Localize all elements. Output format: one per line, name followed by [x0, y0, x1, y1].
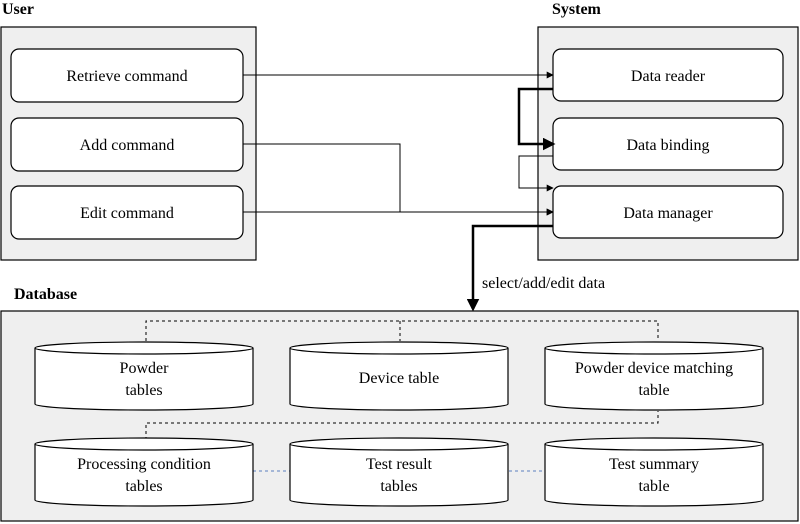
data-manager-label: Data manager: [623, 205, 713, 222]
device-table-cylinder: Device table: [289, 341, 509, 411]
powder-device-matching-line2: table: [638, 382, 669, 399]
database-heading: Database: [14, 286, 77, 303]
data-reader-label: Data reader: [631, 68, 706, 85]
data-reader-box: Data reader: [552, 48, 784, 102]
system-heading: System: [552, 1, 602, 18]
add-command-label: Add command: [80, 137, 175, 154]
retrieve-command-box: Retrieve command: [10, 48, 244, 103]
retrieve-command-label: Retrieve command: [66, 68, 187, 85]
data-binding-label: Data binding: [626, 137, 709, 154]
user-heading: User: [2, 1, 34, 18]
data-binding-box: Data binding: [552, 117, 784, 171]
powder-matching-relation: [145, 320, 659, 341]
processing-condition-line2: tables: [125, 478, 162, 495]
processing-condition-line1: Processing condition: [77, 456, 211, 473]
edit-command-label: Edit command: [80, 205, 174, 222]
test-summary-line1: Test summary: [609, 456, 699, 473]
powder-tables-line2: tables: [125, 382, 162, 399]
edit-command-box: Edit command: [10, 185, 244, 240]
powder-device-matching-cylinder: Powder device matching table: [544, 341, 764, 411]
db-connector-label: select/add/edit data: [482, 275, 605, 292]
processing-matching-relation: [145, 411, 659, 440]
test-summary-cylinder: Test summary table: [544, 437, 764, 507]
test-result-cylinder: Test result tables: [289, 437, 509, 507]
powder-tables-line1: Powder: [120, 360, 170, 377]
device-table-line1: Device table: [359, 370, 439, 387]
test-result-line2: tables: [380, 478, 417, 495]
add-to-manager-arrow: [243, 143, 554, 216]
powder-tables-cylinder: Powder tables: [34, 341, 254, 411]
binding-to-manager-arrow: [518, 155, 554, 192]
powder-device-matching-line1: Powder device matching: [575, 360, 733, 377]
data-manager-box: Data manager: [552, 185, 784, 239]
add-command-box: Add command: [10, 117, 244, 172]
test-summary-line2: table: [638, 478, 669, 495]
manager-to-database-arrow: [466, 224, 553, 312]
reader-to-binding-arrow: [517, 87, 556, 151]
test-result-line1: Test result: [366, 456, 433, 473]
processing-condition-cylinder: Processing condition tables: [34, 437, 254, 507]
